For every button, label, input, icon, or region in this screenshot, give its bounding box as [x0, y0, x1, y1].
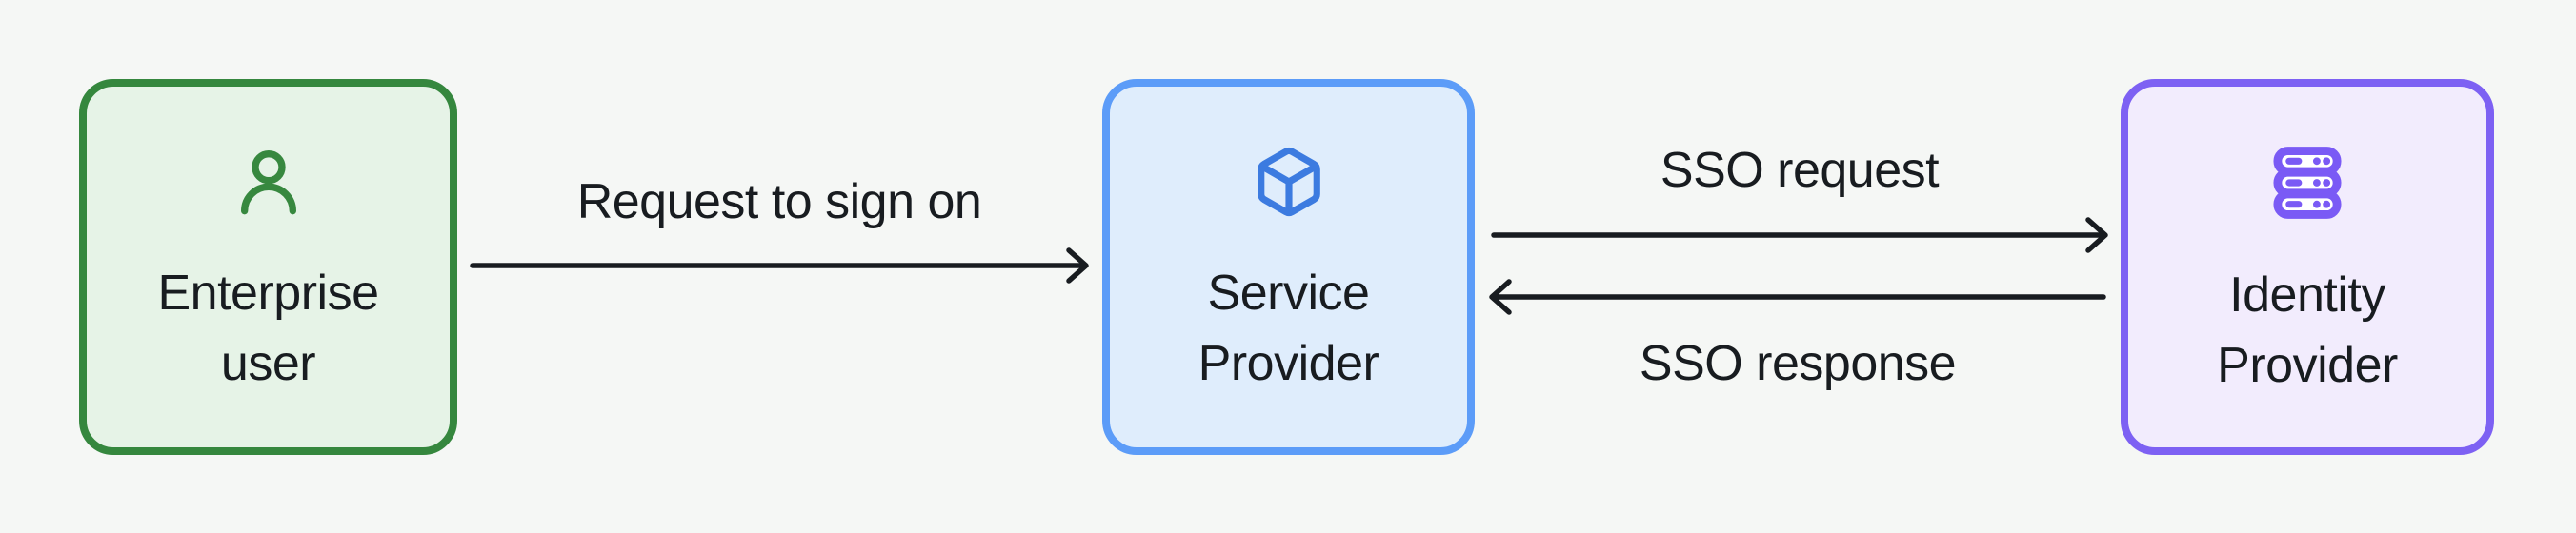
arrow-sso-request: [1491, 217, 2108, 253]
arrow-sso-response: [1489, 279, 2106, 315]
server-icon: [2273, 147, 2342, 219]
edge-label-sso-request: SSO request: [1660, 143, 1940, 198]
arrow-request-to-sign-on: [470, 247, 1089, 284]
cube-icon: [1257, 147, 1320, 217]
node-identity-provider: Identity Provider: [2121, 79, 2494, 455]
node-service-provider: Service Provider: [1102, 79, 1475, 455]
edge-label-request-to-sign-on: Request to sign on: [576, 174, 982, 229]
node-enterprise-user: Enterprise user: [79, 79, 457, 455]
node-label-enterprise-user: Enterprise user: [157, 266, 380, 391]
node-label-service-provider: Service Provider: [1197, 266, 1379, 391]
user-icon: [240, 150, 296, 215]
edge-label-sso-response: SSO response: [1639, 336, 1957, 391]
node-label-identity-provider: Identity Provider: [2217, 267, 2398, 393]
